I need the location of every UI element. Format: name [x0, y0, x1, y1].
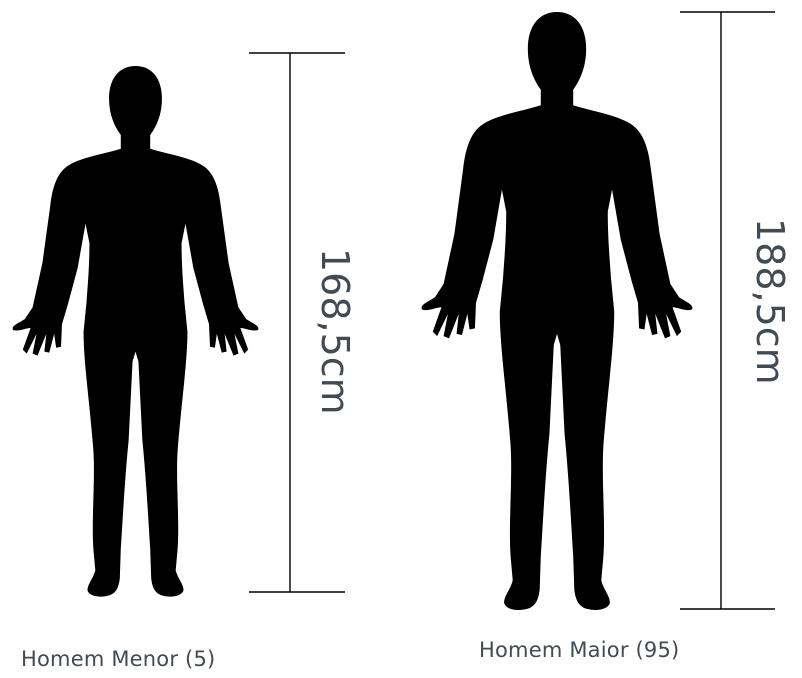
human-silhouette-icon — [13, 66, 259, 597]
height-label-right: 188,5cm — [748, 218, 792, 385]
figure-caption-large-man: Homem Maior (95) — [479, 638, 679, 662]
height-label-left: 168,5cm — [313, 248, 357, 415]
figure-caption-small-man: Homem Menor (5) — [21, 647, 215, 671]
human-silhouette-icon — [422, 12, 693, 610]
